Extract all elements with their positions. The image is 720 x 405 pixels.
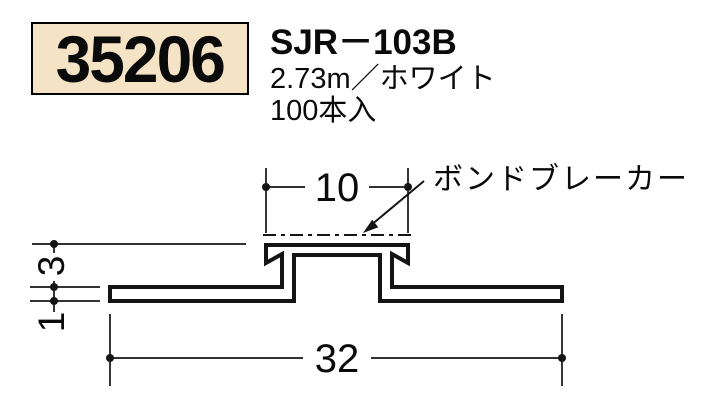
dim10-dot-right xyxy=(404,183,412,191)
profile-cap-outline xyxy=(108,243,564,303)
dim32-value: 32 xyxy=(315,337,360,381)
dim3-value: 3 xyxy=(31,256,72,277)
product-code: 35206 xyxy=(55,21,226,96)
profile-stem-outline xyxy=(108,253,564,303)
dim10-value: 10 xyxy=(315,166,360,210)
product-quantity: 100本入 xyxy=(270,95,377,127)
dim10-dot-left xyxy=(262,183,270,191)
product-code-box: 35206 xyxy=(31,22,249,95)
product-length-color: 2.73m／ホワイト xyxy=(270,63,496,95)
dim3-dot-top xyxy=(50,240,58,248)
dim32-dot-right xyxy=(558,354,566,362)
dim1-value: 1 xyxy=(31,312,72,333)
dim1-dot-bottom xyxy=(50,297,58,305)
product-name: SJR－103B xyxy=(270,23,457,62)
dim32-dot-left xyxy=(106,354,114,362)
leader-arrow-line xyxy=(369,180,425,227)
leader-arrowhead-icon xyxy=(363,219,379,233)
bond-breaker-label: ボンドブレーカー xyxy=(433,163,689,196)
